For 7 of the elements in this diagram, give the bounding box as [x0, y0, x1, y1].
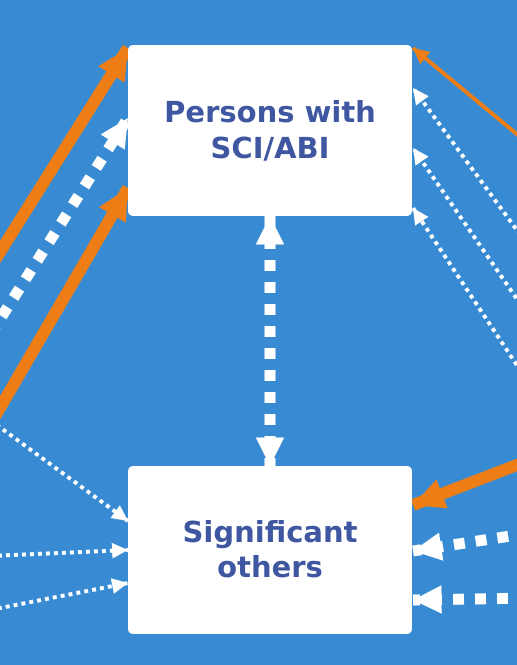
arrow: [256, 216, 284, 466]
box-label: Persons with SCI/ABI: [163, 95, 377, 166]
group-box: [128, 45, 412, 216]
group-box: [128, 466, 412, 634]
box-label: Significant others: [182, 514, 358, 586]
arrow: [0, 578, 128, 612]
arrow: [0, 542, 128, 559]
